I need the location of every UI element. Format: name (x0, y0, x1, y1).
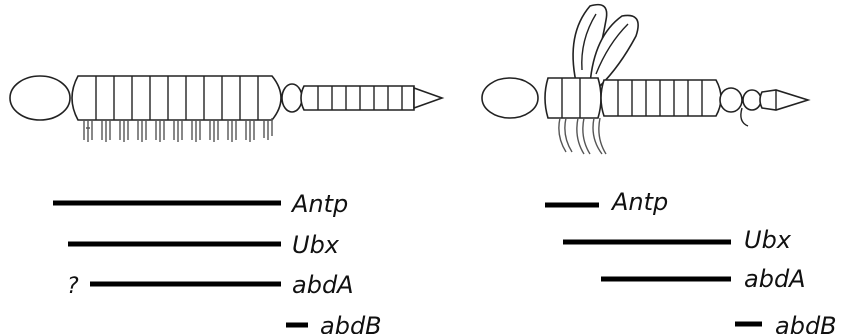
right-thorax (545, 78, 601, 118)
right-posterior-bulb-1 (720, 88, 742, 112)
right-wings (573, 5, 638, 86)
right-tail-hook (741, 108, 748, 126)
left-ubx-label: Ubx (292, 231, 340, 259)
left-abdb-label: abdB (320, 312, 382, 334)
right-abdb-label: abdB (775, 312, 837, 334)
left-antp-label: Antp (290, 190, 348, 218)
right-antp-label: Antp (610, 188, 668, 216)
left-thorax-abdomen (72, 76, 281, 120)
right-insect-illustration (482, 5, 808, 154)
right-expression-panel: Antp Ubx abdA abdB (545, 188, 837, 334)
left-larva-illustration (10, 76, 442, 142)
left-tail-tip (414, 88, 442, 108)
right-tail-tip (760, 90, 808, 110)
right-head (482, 78, 538, 118)
left-head (10, 76, 70, 120)
left-legs (84, 118, 272, 142)
right-legs (559, 118, 606, 154)
right-abda-label: abdA (744, 265, 806, 293)
left-abda-uncertain-mark: ? (67, 274, 79, 299)
left-neck-joint (282, 84, 302, 112)
right-ubx-label: Ubx (744, 226, 792, 254)
left-expression-panel: Antp Ubx ? abdA abdB (53, 190, 382, 334)
left-abda-label: abdA (292, 271, 354, 299)
right-abdomen (601, 80, 721, 116)
right-posterior-bulb-2 (743, 90, 761, 110)
